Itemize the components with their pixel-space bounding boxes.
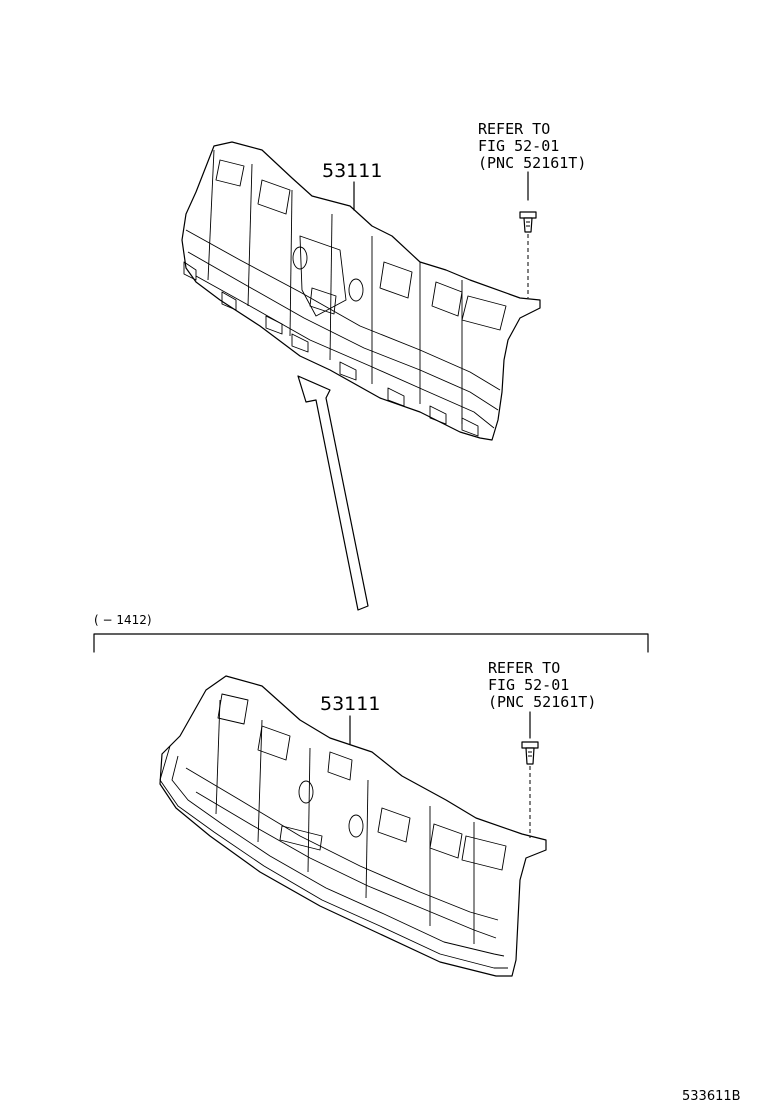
figure-id: 533611B [682,1089,741,1104]
clip-icon [521,741,539,765]
pointer-arrow [297,375,369,611]
lower-refer-line-2: FIG 52-01 [488,676,569,694]
range-bracket [93,633,649,653]
lower-refer-line-1: REFER TO [488,659,560,677]
lower-refer-line-3: (PNC 52161T) [488,693,596,711]
upper-part-number: 53111 [322,160,382,182]
lower-grille-assembly [159,675,547,977]
upper-refer-line-3: (PNC 52161T) [478,154,586,172]
upper-refer-line-1: REFER TO [478,120,550,138]
clip-icon [519,211,537,233]
upper-grille-assembly [181,141,541,441]
lower-part-number: 53111 [320,693,380,715]
date-range-label: ( − 1412) [94,613,152,627]
upper-refer-line-2: FIG 52-01 [478,137,559,155]
